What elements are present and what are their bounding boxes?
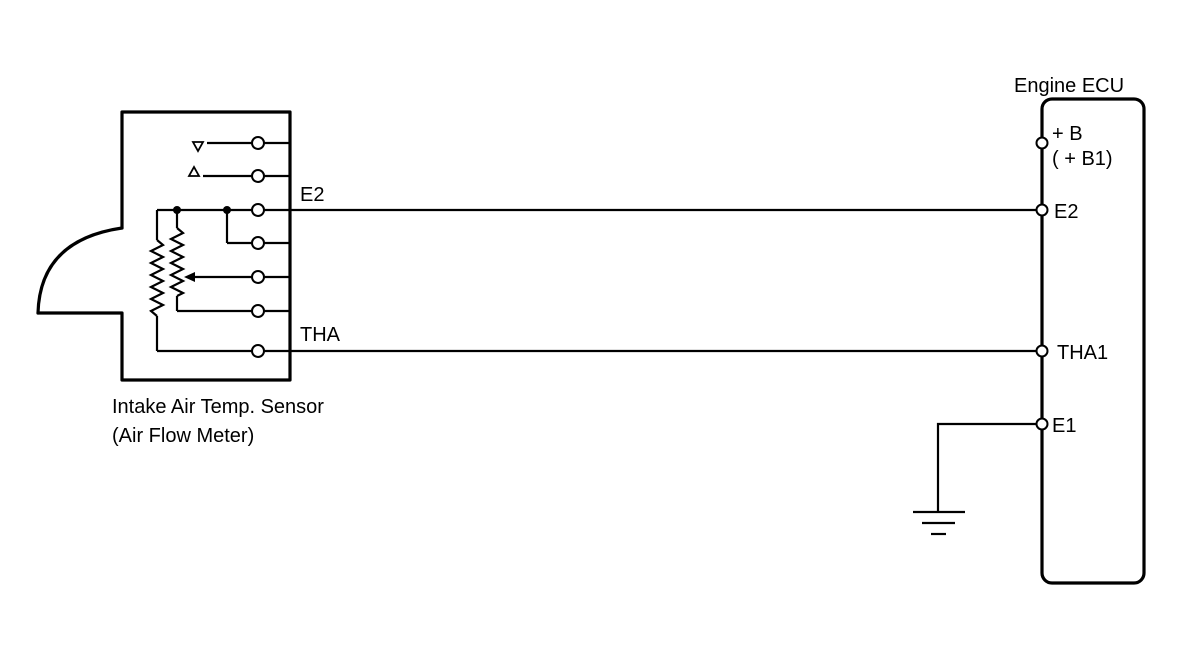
ecu-title: Engine ECU (1014, 75, 1124, 97)
arrow-down-icon (191, 141, 205, 153)
ecu-terminal-tha1 (1035, 344, 1049, 358)
sensor-terminal-6 (251, 304, 265, 318)
air-flow-meter (36, 110, 292, 382)
sensor-name-label: Intake Air Temp. Sensor (112, 396, 324, 418)
ecu-box (1040, 97, 1146, 585)
wire-e1-ground (936, 422, 1036, 512)
ecu-pin-e1-label: E1 (1052, 415, 1076, 437)
ecu-terminal-e1 (1035, 417, 1049, 431)
sensor-terminal-tha (251, 344, 265, 358)
ecu-terminal-e2 (1035, 203, 1049, 217)
sensor-terminal-4 (251, 236, 265, 250)
ground-icon (913, 510, 965, 536)
sensor-terminal-2 (251, 169, 265, 183)
sensor-intake-arc (36, 226, 124, 315)
sensor-subname-label: (Air Flow Meter) (112, 425, 254, 447)
arrow-up-icon (187, 165, 201, 177)
sensor-housing (36, 110, 292, 382)
ecu-pin-b1-label: ( + B1) (1052, 148, 1113, 170)
sensor-pin-e2-label: E2 (300, 184, 324, 206)
ecu-pin-b-label: + B (1052, 123, 1083, 145)
wiper-arrow-icon (184, 272, 195, 282)
sensor-terminal-e2 (251, 203, 265, 217)
sensor-terminal-5 (251, 270, 265, 284)
ecu-pin-tha1-label: THA1 (1057, 342, 1108, 364)
ecu-terminal-b (1035, 136, 1049, 150)
ecu-pin-e2-label: E2 (1054, 201, 1078, 223)
sensor-pin-tha-label: THA (300, 324, 341, 346)
engine-ecu (1035, 97, 1146, 585)
potentiometer-resistor (168, 227, 186, 297)
thermistor-resistor (148, 239, 166, 317)
sensor-terminal-1 (251, 136, 265, 150)
